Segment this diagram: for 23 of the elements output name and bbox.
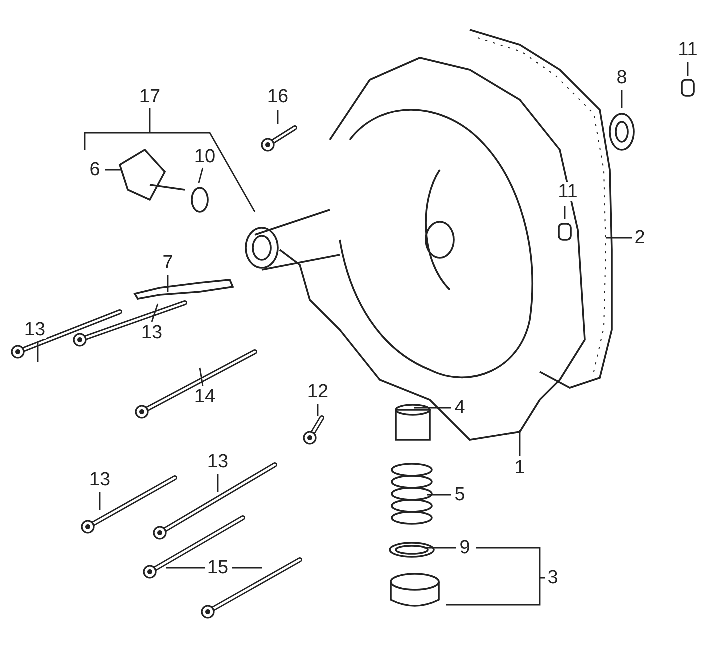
leader-line: [445, 547, 546, 606]
leader-line: [84, 107, 256, 213]
leader-line: [621, 90, 623, 108]
leader-line: [105, 169, 122, 171]
leader-line: [687, 62, 689, 76]
leader-line: [606, 237, 632, 239]
leader-line: [564, 206, 566, 219]
leader-line: [277, 110, 279, 124]
leader-line: [165, 567, 263, 569]
callout-number: 13: [23, 320, 47, 340]
leader-line: [151, 304, 159, 322]
leader-line: [317, 404, 319, 416]
leader-line: [414, 407, 451, 409]
leader-line: [167, 275, 169, 292]
leader-line: [217, 474, 219, 492]
leader-line: [199, 368, 204, 386]
leader-line: [99, 492, 101, 510]
leader-line: [37, 342, 39, 362]
leader-line: [519, 430, 521, 456]
leader-line: [198, 168, 204, 184]
callout-number: 11: [557, 182, 579, 202]
leader-line: [427, 494, 451, 496]
leader-line: [424, 547, 456, 549]
